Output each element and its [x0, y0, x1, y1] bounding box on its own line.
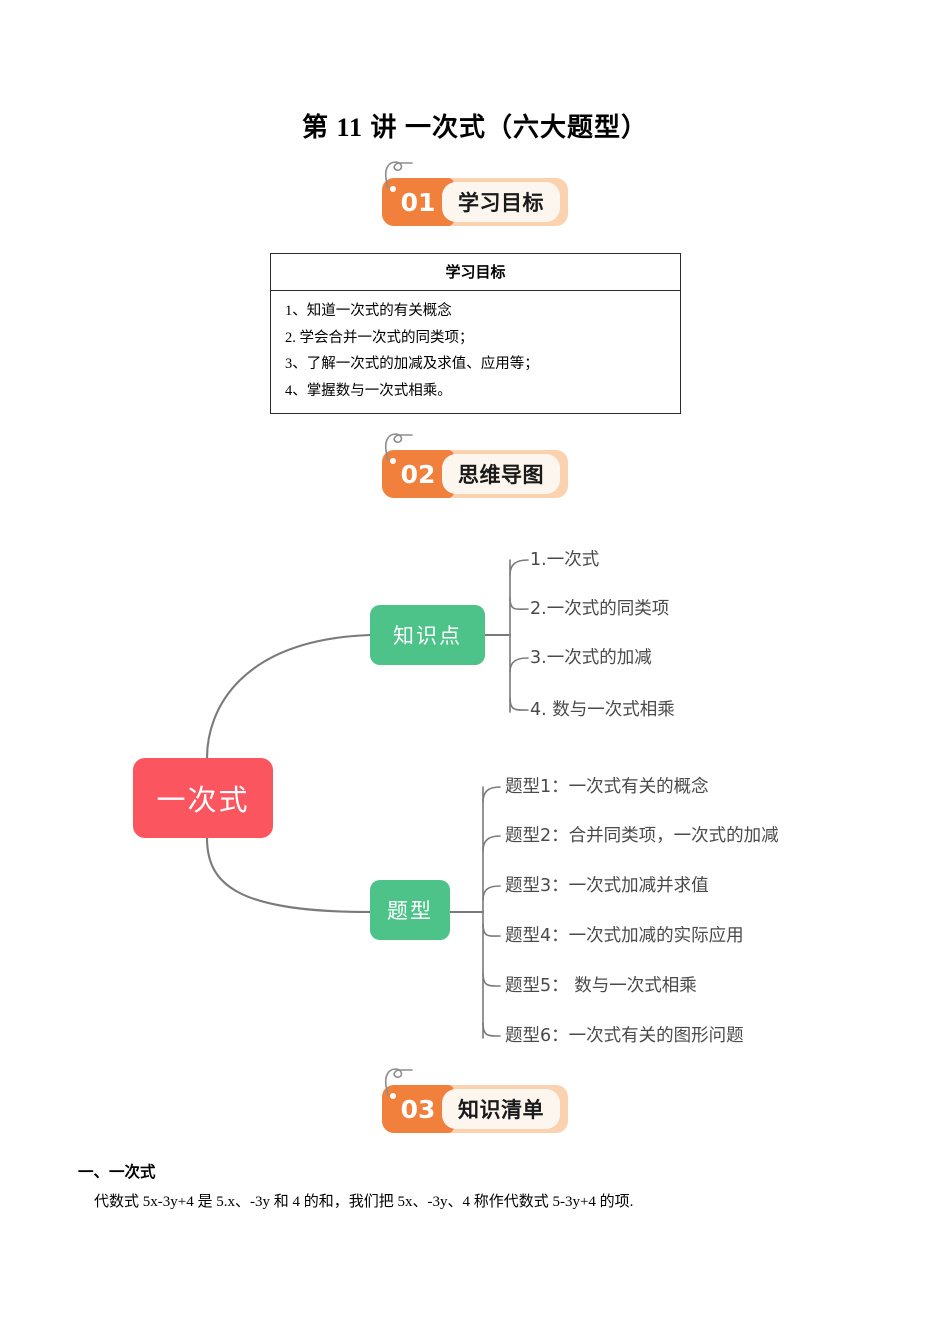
badge-frame: 03 知识清单	[382, 1068, 568, 1133]
mindmap-branch-knowledge[interactable]: 知识点	[370, 605, 485, 665]
badge-frame: 01 学习目标	[382, 161, 568, 226]
mindmap-leaf: 题型6：一次式有关的图形问题	[505, 1026, 744, 1046]
table-row: 2. 学会合并一次式的同类项；	[285, 329, 474, 346]
section-badge-03: 03 知识清单	[0, 1068, 950, 1149]
mindmap: 一次式 知识点 题型 1.一次式 2.一次式的同类项 3.一次式的加减 4. 数…	[0, 520, 950, 1080]
section-badge-01: 01 学习目标	[0, 161, 950, 242]
badge-label: 知识清单	[442, 1089, 560, 1129]
mindmap-leaf: 题型3：一次式加减并求值	[505, 876, 709, 896]
objectives-table-body: 1、知道一次式的有关概念 2. 学会合并一次式的同类项； 3、了解一次式的加减及…	[271, 291, 680, 413]
mindmap-root-node[interactable]: 一次式	[133, 758, 273, 838]
mindmap-leaf: 1.一次式	[530, 550, 600, 570]
badge-curl-icon	[384, 433, 413, 461]
mindmap-connectors	[205, 559, 529, 1039]
badge-hole	[390, 1093, 396, 1099]
mindmap-leaf: 3.一次式的加减	[530, 648, 652, 668]
mindmap-leaf: 题型1：一次式有关的概念	[505, 777, 709, 797]
badge-curl-icon	[384, 161, 413, 189]
mindmap-leaf: 题型5： 数与一次式相乘	[505, 976, 697, 996]
table-row: 3、了解一次式的加减及求值、应用等；	[285, 356, 539, 372]
badge-label: 学习目标	[442, 182, 560, 222]
badge-curl-icon	[384, 1068, 413, 1096]
table-row: 1、知道一次式的有关概念	[285, 303, 452, 319]
badge-hole	[390, 186, 396, 192]
mindmap-branch-problemtypes[interactable]: 题型	[370, 880, 450, 940]
badge-label: 思维导图	[442, 454, 560, 494]
badge-frame: 02 思维导图	[382, 433, 568, 498]
mindmap-leaf: 题型2：合并同类项，一次式的加减	[505, 826, 779, 846]
mindmap-leaf: 2.一次式的同类项	[530, 599, 670, 619]
section-badge-02: 02 思维导图	[0, 433, 950, 514]
knowledge-heading: 一、一次式	[78, 1164, 156, 1181]
mindmap-leaf: 4. 数与一次式相乘	[530, 700, 675, 720]
page-title: 第 11 讲 一次式（六大题型）	[301, 113, 649, 142]
mindmap-leaf: 题型4：一次式加减的实际应用	[505, 926, 744, 946]
table-row: 4、掌握数与一次式相乘。	[285, 382, 452, 399]
objectives-table-header: 学习目标	[271, 254, 680, 291]
objectives-table: 学习目标 1、知道一次式的有关概念 2. 学会合并一次式的同类项； 3、了解一次…	[270, 253, 681, 414]
badge-hole	[390, 458, 396, 464]
knowledge-paragraph: 代数式 5x-3y+4 是 5.x、-3y 和 4 的和，我们把 5x、-3y、…	[94, 1194, 634, 1210]
